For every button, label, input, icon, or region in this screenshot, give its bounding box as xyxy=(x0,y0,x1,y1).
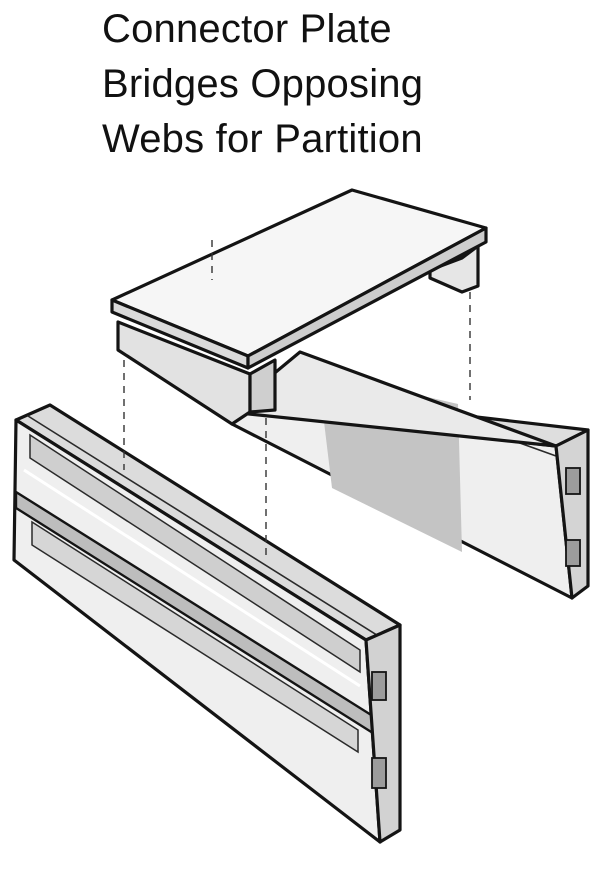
diagram-title: Connector Plate Bridges Opposing Webs fo… xyxy=(102,2,423,167)
back-panel-notch-lower xyxy=(565,539,581,567)
plate-left-flange-end xyxy=(248,358,277,414)
front-panel-notch-upper xyxy=(371,671,387,701)
alignment-guides xyxy=(123,240,471,560)
front-panel xyxy=(12,403,402,844)
front-panel-top-groove xyxy=(27,415,381,638)
connector-plate xyxy=(110,188,488,426)
plate-right-flange xyxy=(428,244,480,294)
plate-side-edge xyxy=(246,226,488,370)
title-line-1: Connector Plate xyxy=(102,7,392,51)
front-panel-notch-lower xyxy=(371,757,387,789)
front-panel-highlight xyxy=(23,468,361,688)
title-line-3: Webs for Partition xyxy=(102,117,423,161)
front-panel-upper-slot xyxy=(29,433,361,674)
plate-left-flange xyxy=(116,320,252,426)
title-line-2: Bridges Opposing xyxy=(102,62,424,106)
back-panel-notch-upper xyxy=(565,467,581,495)
front-panel-lower-slot xyxy=(31,520,359,754)
